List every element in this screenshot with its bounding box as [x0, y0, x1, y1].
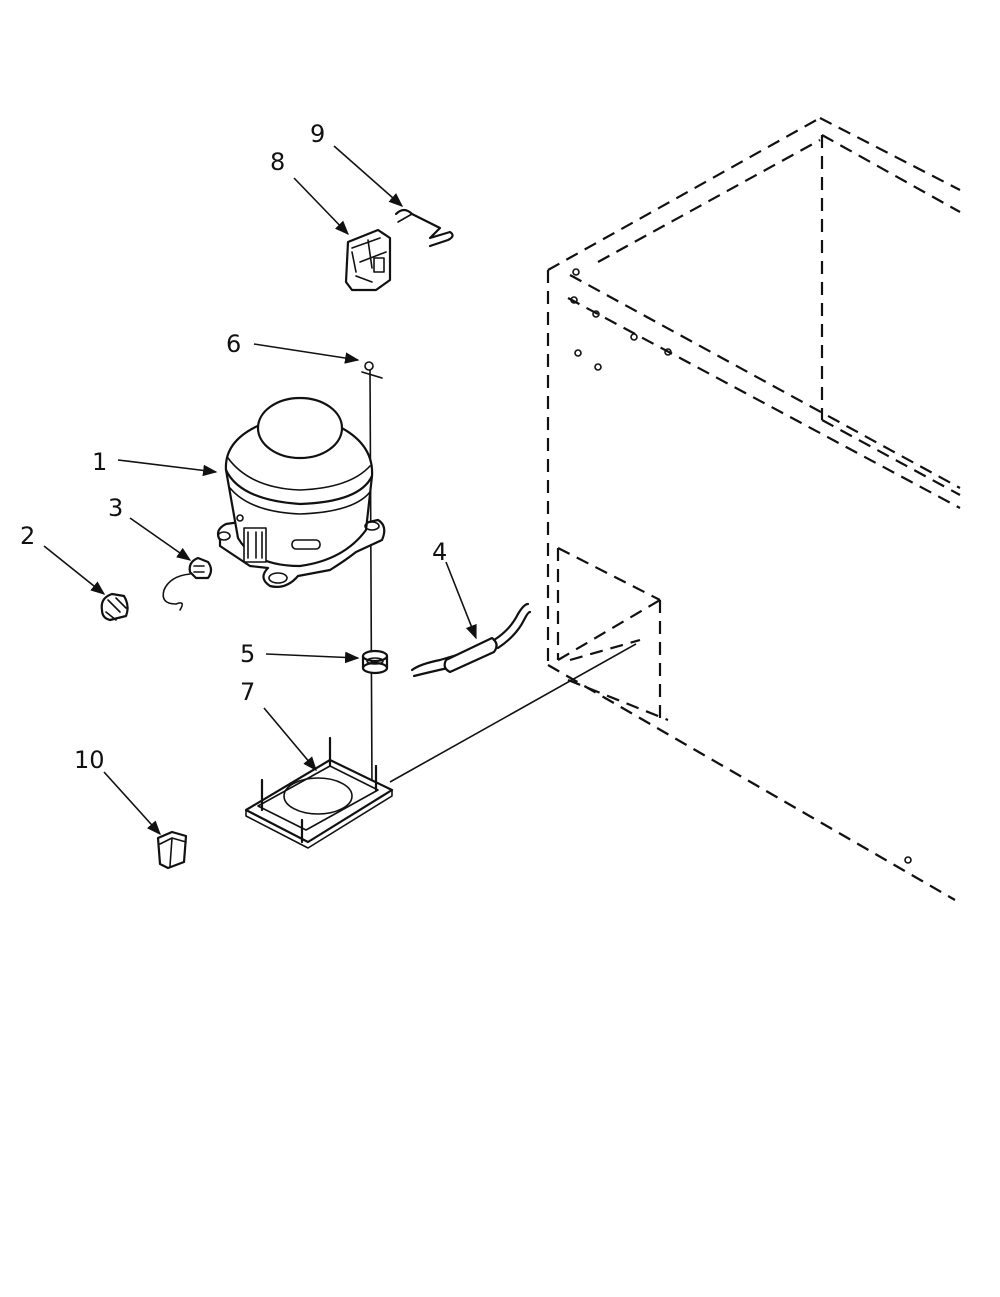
part-6-screw [361, 361, 383, 379]
callout-10: 10 [74, 746, 105, 774]
callout-2: 2 [20, 522, 35, 550]
bolt-line [369, 367, 373, 791]
callout-4: 4 [432, 538, 447, 566]
callout-5: 5 [240, 640, 255, 668]
callout-labels: 1 2 3 4 5 6 7 8 9 10 [20, 120, 447, 774]
cabinet-outline [546, 117, 961, 901]
part-9-clip [394, 208, 454, 248]
part-4-drier [410, 602, 532, 678]
part-1-compressor [216, 396, 386, 588]
callout-7: 7 [240, 678, 255, 706]
part-10-capacitor [156, 830, 188, 870]
leader-10 [103, 771, 161, 836]
callout-3: 3 [108, 494, 123, 522]
leader-4 [445, 561, 477, 640]
leader-5 [265, 651, 360, 664]
part-8-relay [344, 228, 392, 292]
leader-2 [43, 545, 106, 595]
callout-6: 6 [226, 330, 241, 358]
leader-7 [263, 707, 317, 772]
callout-8: 8 [270, 148, 285, 176]
part-7-mount [244, 736, 394, 849]
assembly-line [389, 643, 637, 783]
leader-9 [333, 145, 404, 207]
part-3-plug [162, 556, 213, 611]
callout-9: 9 [310, 120, 325, 148]
callout-1: 1 [92, 448, 107, 476]
leader-lines [43, 145, 477, 836]
leader-6 [253, 343, 360, 364]
part-5-grommet [361, 649, 389, 675]
leader-1 [117, 459, 218, 477]
part-2-grommet [100, 592, 129, 622]
leader-3 [129, 517, 192, 561]
leader-8 [293, 177, 349, 236]
